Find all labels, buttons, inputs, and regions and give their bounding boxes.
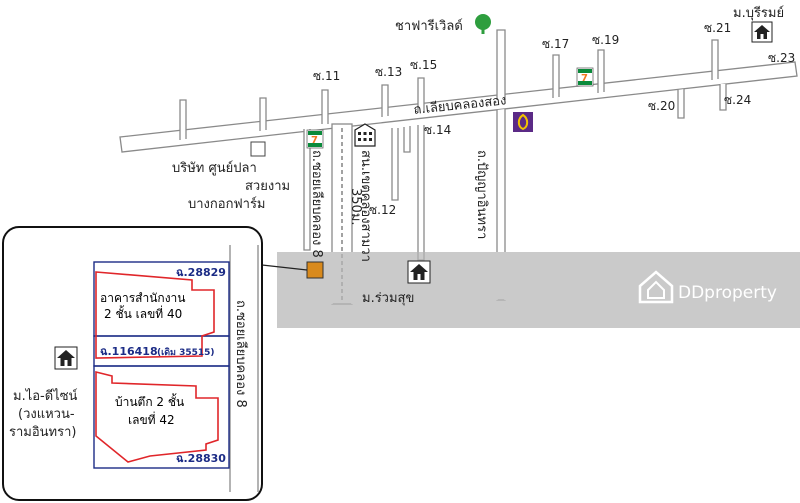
safari-world-label: ชาฟารีเวิลด์ <box>395 18 463 34</box>
target-location-marker <box>306 261 324 279</box>
house-icon <box>407 260 431 284</box>
house-icon <box>751 21 773 43</box>
tree-icon <box>475 14 491 34</box>
parcel-bottom-desc-line1: บ้านตึก 2 ชั้น <box>115 393 184 409</box>
building-outline-top <box>95 271 215 359</box>
company-square-icon <box>250 141 266 157</box>
ruamsuk-village-label: ม.ร่วมสุข <box>362 291 414 306</box>
side-road-left <box>303 129 311 251</box>
soi-12-label: ซ.12 <box>369 203 396 217</box>
side-road-right-label: ถ.ปัญญาอินทรา <box>474 150 489 239</box>
parcel-top-desc-line1: อาคารสำนักงาน <box>100 291 186 305</box>
buriram-village-label: ม.บุรีรมย์ <box>733 5 784 21</box>
soi-23-label: ซ.23 <box>768 51 795 65</box>
svg-text:7: 7 <box>581 73 588 84</box>
village-label-line2: (วงแหวน- <box>18 407 75 422</box>
distance-label: 350ม. <box>348 188 363 226</box>
parcel-middle-id: ฉ.116418 <box>100 345 158 358</box>
inset-road-label: ถ.ซอยเลียบคลอง 8 <box>233 300 249 408</box>
seven-eleven-icon: 7 <box>576 67 594 87</box>
parcel-box-bottom <box>93 365 230 469</box>
soi-13-label: ซ.13 <box>375 65 402 79</box>
parcel-bottom-id: ฉ.28830 <box>176 452 226 465</box>
watermark-text: DDproperty <box>678 283 777 303</box>
soi-11-label: ซ.11 <box>313 69 340 83</box>
soi-21-label: ซ.21 <box>704 21 731 35</box>
soi-14-label: ซ.14 <box>424 123 451 137</box>
callout-connector <box>261 264 308 271</box>
company-label-line3: บางกอกฟาร์ม <box>188 196 266 212</box>
company-label-line1: บริษัท ศูนย์ปลา <box>172 160 257 176</box>
soi-20-label: ซ.20 <box>648 99 675 113</box>
main-road <box>119 61 798 153</box>
watermark-band <box>277 252 800 328</box>
north-sois <box>179 39 719 140</box>
police-building-icon <box>354 123 376 147</box>
ddproperty-logo-icon <box>638 270 674 304</box>
bank-icon <box>513 112 533 132</box>
house-icon <box>54 346 78 370</box>
parcel-top-desc-line2: 2 ชั้น เลขที่ 40 <box>104 305 182 321</box>
seven-eleven-icon: 7 <box>306 129 324 149</box>
south-sois <box>391 84 727 261</box>
side-road-left-label: ถ.ซอยเลียบคลอง 8 <box>309 150 325 258</box>
parcel-middle-note: (เดิม 35515) <box>157 347 215 358</box>
building-outline-bottom <box>95 370 219 463</box>
svg-text:7: 7 <box>311 135 318 146</box>
soi-17-label: ซ.17 <box>542 37 569 51</box>
village-label-line1: ม.ไอ-ดีไซน์ <box>13 388 78 404</box>
soi-19-label: ซ.19 <box>592 33 619 47</box>
parcel-bottom-desc-line2: เลขที่ 42 <box>128 411 175 427</box>
inset-map: ฉ.28829 อาคารสำนักงาน 2 ชั้น เลขที่ 40 ฉ… <box>2 226 263 501</box>
village-label-line3: รามอินทรา) <box>9 425 76 440</box>
parcel-top-id: ฉ.28829 <box>176 266 226 279</box>
company-label-line2: สวยงาม <box>245 179 290 194</box>
police-station-label: สน.เขตคลองสามวา <box>358 150 373 262</box>
soi-15-label: ซ.15 <box>410 58 437 72</box>
soi-24-label: ซ.24 <box>724 93 751 107</box>
